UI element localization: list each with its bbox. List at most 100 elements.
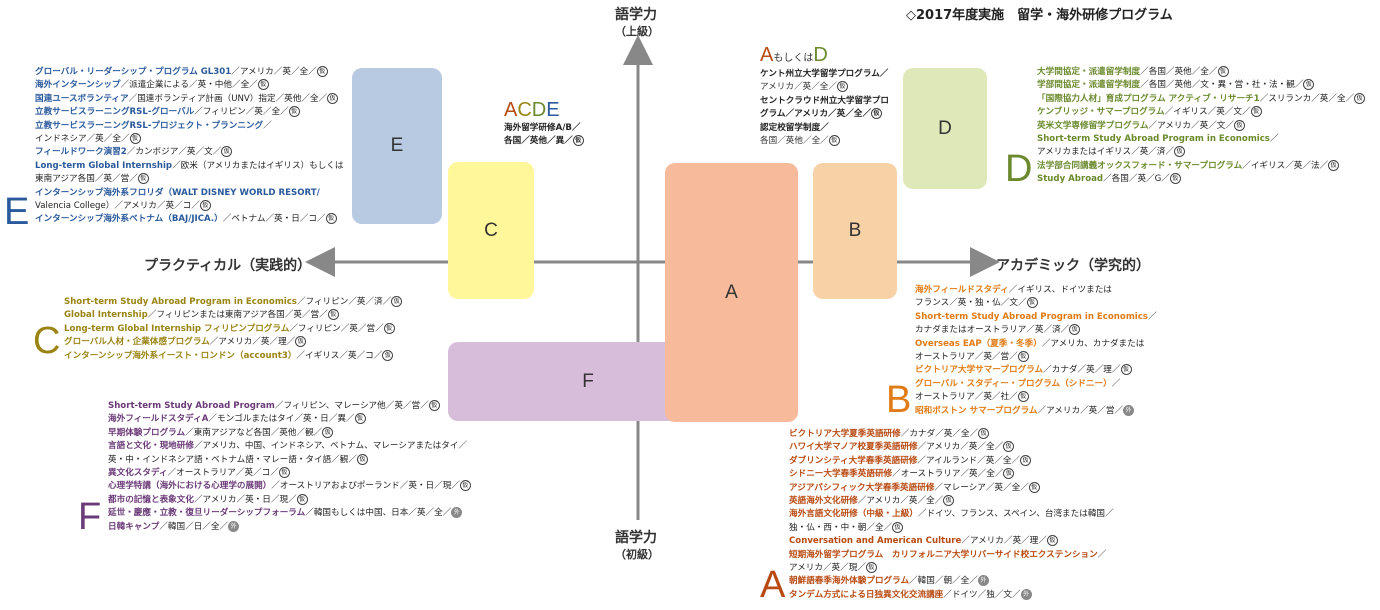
circle-mark-icon: 仮 bbox=[278, 467, 290, 479]
list-item: 法学部合同講義オックスフォード・サマープログラム／イギリス／英／法／仮 bbox=[1037, 159, 1365, 173]
circle-mark-icon: 仮 bbox=[1003, 441, 1015, 453]
circle-mark-icon: 仮 bbox=[1026, 297, 1038, 309]
list-item: 英米文学専修留学プログラム／アメリカ／英／文／仮 bbox=[1037, 119, 1365, 133]
list-item: 立教サービスラーニングRSL-グローバル／フィリピン／英／全／仮 bbox=[35, 106, 344, 119]
list-item: グラム／アメリカ／英／全／仮 bbox=[760, 108, 889, 121]
list-item: 各国／英他／異／仮 bbox=[504, 135, 584, 148]
list-item: 大学間協定・派遣留学制度／各国／英他／全／仮 bbox=[1037, 66, 1365, 79]
list-item: 海外留学研修A/B／ bbox=[504, 123, 581, 133]
circle-mark-icon: 仮 bbox=[572, 135, 584, 147]
circle-mark-icon: 外 bbox=[1123, 404, 1135, 416]
circle-mark-icon: 仮 bbox=[943, 495, 955, 507]
circle-mark-icon: 仮 bbox=[288, 106, 300, 118]
list-item: 朝鮮語春季海外体験プログラム／韓国／朝／全／外 bbox=[789, 575, 1114, 588]
list-item: 言語と文化・現地研修／アメリカ、中国、インドネシア、ベトナム、マレーシアまたはタ… bbox=[108, 441, 468, 452]
list-item: Long-term Global Internship フィリピンプログラム／フ… bbox=[64, 322, 402, 336]
list-item: 「国際協力人材」育成プログラム アクティブ・リサーチ1／スリランカ／英／全／仮 bbox=[1037, 92, 1366, 106]
list-e: グローバル・リーダーシップ・プログラム GL301／アメリカ／英／全／仮海外イン… bbox=[35, 66, 344, 227]
circle-mark-icon: 仮 bbox=[322, 426, 334, 438]
axis-top-label: 語学力 bbox=[615, 7, 657, 23]
circle-mark-icon: 仮 bbox=[1017, 391, 1029, 403]
circle-mark-icon: 仮 bbox=[199, 200, 211, 212]
box-d: D bbox=[903, 68, 987, 189]
circle-mark-icon: 外 bbox=[1020, 588, 1032, 600]
circle-mark-icon: 仮 bbox=[459, 480, 471, 492]
circle-mark-icon: 仮 bbox=[354, 413, 366, 425]
list-item: 国連ユースボランティア／国連ボランティア計画（UNV）指定／英他／全／仮 bbox=[35, 92, 344, 106]
circle-mark-icon: 仮 bbox=[382, 349, 394, 361]
list-item: 海外インターンシップ／派遣企業による／英・中他／全／仮 bbox=[35, 79, 344, 92]
acde-letter-a: A bbox=[504, 99, 518, 121]
aord-letter-a: A bbox=[760, 44, 774, 66]
acde-list: 海外留学研修A/B／ 各国／英他／異／仮 bbox=[504, 122, 584, 149]
list-item: Overseas EAP（夏季・冬季）／アメリカ、カナダまたは bbox=[915, 338, 1145, 349]
list-item: Global Internship／フィリピンまたは東南アジア各国／英／営／仮 bbox=[64, 309, 402, 322]
circle-mark-icon: 仮 bbox=[356, 453, 368, 465]
list-item: オーストラリア／英／営／仮 bbox=[915, 351, 1157, 364]
list-item: アメリカまたはイギリス／英／済／仮 bbox=[1037, 146, 1365, 159]
list-item: フィールドワーク演習2／カンボジア／英／文／仮 bbox=[35, 146, 344, 159]
circle-mark-icon: 仮 bbox=[221, 146, 233, 158]
circle-mark-icon: 仮 bbox=[383, 322, 395, 334]
list-item: ハワイ大学マノア校夏季英語研修／アメリカ／英／全／仮 bbox=[789, 441, 1114, 454]
list-item: ビクトリア大学夏季英語研修／カナダ／英／全／仮 bbox=[789, 428, 1114, 441]
circle-mark-icon: 仮 bbox=[137, 173, 149, 185]
aord-mid: もしくは bbox=[773, 53, 814, 64]
list-a: ビクトリア大学夏季英語研修／カナダ／英／全／仮ハワイ大学マノア校夏季英語研修／ア… bbox=[789, 428, 1114, 602]
circle-mark-icon: 仮 bbox=[1017, 351, 1029, 363]
list-c: Short-term Study Abroad Program in Econo… bbox=[64, 296, 403, 363]
list-item: カナダまたはオーストラリア／英／済／仮 bbox=[915, 324, 1157, 337]
circle-mark-icon: 仮 bbox=[871, 108, 883, 120]
circle-mark-icon: 仮 bbox=[1328, 159, 1340, 171]
list-item: 英語海外文化研修／アメリカ／英／全／仮 bbox=[789, 495, 1114, 508]
circle-mark-icon: 仮 bbox=[1250, 106, 1262, 118]
list-item: インドネシア／英／全／仮 bbox=[35, 133, 344, 146]
list-item: 学部間協定・派遣留学制度／各国／英他／文・異・営・社・法・観／仮 bbox=[1037, 79, 1365, 92]
circle-mark-icon: 仮 bbox=[1003, 468, 1015, 480]
letter-c: C bbox=[33, 320, 61, 362]
circle-mark-icon: 仮 bbox=[1120, 364, 1132, 376]
list-item: 東南アジア各国／英／営／仮 bbox=[35, 173, 344, 186]
list-item: 海外言語文化研修（中級・上級）／ドイツ、フランス、スペイン、台湾または韓国／ bbox=[789, 509, 1114, 520]
circle-mark-icon: 仮 bbox=[296, 493, 308, 505]
circle-mark-icon: 外 bbox=[451, 507, 463, 519]
circle-mark-icon: 仮 bbox=[257, 79, 269, 91]
list-item: ケント州立大学留学プログラム／ bbox=[760, 69, 889, 79]
list-item: 独・仏・西・中・朝／全／仮 bbox=[789, 521, 1114, 535]
list-item: 都市の記憶と表象文化／アメリカ／英・日／現／仮 bbox=[108, 493, 471, 507]
circle-mark-icon: 仮 bbox=[1217, 66, 1229, 77]
circle-mark-icon: 仮 bbox=[1303, 79, 1315, 91]
list-item: アジアパシフィック大学春季英語研修／マレーシア／英／全／仮 bbox=[789, 481, 1114, 495]
circle-mark-icon: 仮 bbox=[1020, 454, 1032, 466]
acde-letter-e: E bbox=[546, 99, 560, 121]
circle-mark-icon: 仮 bbox=[1169, 173, 1181, 185]
list-item: 昭和ボストン サマープログラム／アメリカ／英／営／外 bbox=[915, 404, 1157, 418]
list-item: 立教サービスラーニングRSL-プロジェクト・プランニング／ bbox=[35, 120, 272, 131]
aord-list: ケント州立大学留学プログラム／ アメリカ／英／全／仮 セントクラウド州立大学留学… bbox=[760, 68, 889, 148]
circle-mark-icon: 外 bbox=[977, 575, 989, 587]
list-item: 日韓キャンプ／韓国／日／全／外 bbox=[108, 520, 471, 534]
circle-mark-icon: 仮 bbox=[828, 135, 840, 147]
axis-right-label: アカデミック（学究的） bbox=[996, 258, 1150, 274]
axis-left-label: プラクティカル（実践的） bbox=[144, 258, 312, 274]
acde-heading: ACDE bbox=[504, 100, 560, 120]
circle-mark-icon: 仮 bbox=[1233, 119, 1245, 131]
list-item: 各国／英他／全／仮 bbox=[760, 135, 889, 148]
circle-mark-icon: 仮 bbox=[316, 66, 328, 77]
list-item: オーストラリア／英／社／仮 bbox=[915, 391, 1157, 404]
circle-mark-icon: 仮 bbox=[1046, 535, 1058, 547]
circle-mark-icon: 仮 bbox=[836, 81, 848, 93]
circle-mark-icon: 仮 bbox=[325, 213, 337, 225]
aord-letter-d: D bbox=[813, 44, 828, 66]
box-c: C bbox=[448, 162, 534, 299]
acde-letter-d: D bbox=[531, 99, 547, 121]
list-item: 海外フィールドスタディ／イギリス、ドイツまたは bbox=[915, 285, 1112, 295]
list-item: インターンシップ海外系フロリダ（WALT DISNEY WORLD RESORT… bbox=[35, 187, 320, 198]
circle-mark-icon: 仮 bbox=[428, 400, 440, 411]
list-item: グローバル人材・企業体感プログラム／アメリカ／英／理／仮 bbox=[64, 336, 402, 349]
list-item: グローバル・スタディー・プログラム（シドニー）／ bbox=[915, 378, 1121, 389]
acde-letter-c: C bbox=[517, 99, 532, 121]
axis-top-sub: （上級） bbox=[615, 25, 659, 38]
circle-mark-icon: 仮 bbox=[1174, 146, 1186, 158]
letter-d: D bbox=[1005, 148, 1033, 190]
